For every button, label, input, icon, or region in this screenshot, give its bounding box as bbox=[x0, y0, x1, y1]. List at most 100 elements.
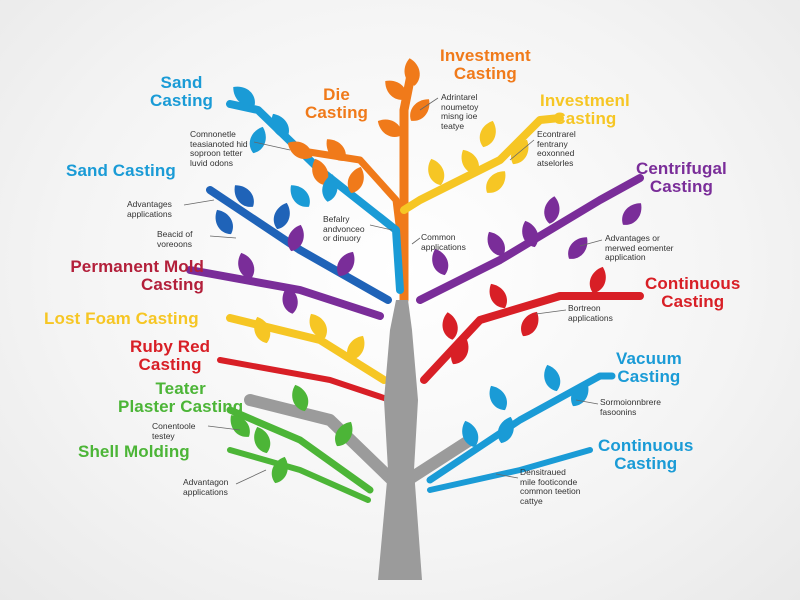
leaf bbox=[428, 158, 445, 186]
leaf bbox=[589, 266, 606, 294]
leaf bbox=[522, 220, 539, 248]
leaf bbox=[271, 113, 289, 139]
leaf bbox=[377, 119, 403, 137]
leaf bbox=[404, 58, 420, 86]
leaf bbox=[489, 385, 507, 411]
note-leader-9 bbox=[535, 309, 567, 315]
leaf bbox=[309, 313, 327, 339]
leaf bbox=[271, 456, 288, 484]
leaf bbox=[568, 237, 588, 259]
note-leader-5 bbox=[369, 224, 393, 231]
trunk-base bbox=[378, 300, 422, 580]
leaf bbox=[249, 126, 266, 154]
leaf bbox=[410, 99, 430, 121]
branch-12 bbox=[226, 406, 374, 494]
leaf bbox=[290, 185, 310, 207]
leaf bbox=[312, 158, 329, 186]
note-leader-3 bbox=[509, 139, 535, 161]
branch-trunk-left bbox=[244, 394, 398, 486]
branch-1 bbox=[399, 65, 417, 305]
leaf bbox=[487, 231, 505, 257]
leaf bbox=[322, 174, 338, 202]
leaf bbox=[215, 209, 233, 235]
leaf bbox=[571, 381, 589, 407]
leaf bbox=[479, 120, 496, 148]
branch-14 bbox=[427, 447, 593, 493]
branch-10 bbox=[217, 357, 393, 403]
leaf bbox=[521, 311, 539, 337]
leaf bbox=[451, 339, 469, 365]
leaf bbox=[337, 251, 355, 277]
label-sand-casting: Sand Casting bbox=[66, 161, 176, 180]
note-leader-6 bbox=[411, 237, 421, 245]
note-leader-4 bbox=[183, 199, 215, 206]
leaf bbox=[234, 185, 254, 207]
leaf bbox=[273, 202, 290, 230]
leaf bbox=[489, 283, 507, 309]
leaf bbox=[287, 141, 313, 159]
note-leader-12 bbox=[235, 469, 267, 485]
note-leader-8 bbox=[579, 239, 603, 247]
tree-trunk bbox=[378, 300, 422, 580]
label-shell-molding: Shell Molding bbox=[78, 442, 190, 461]
leaf bbox=[254, 426, 271, 454]
leaf bbox=[230, 415, 250, 437]
leaf bbox=[486, 171, 506, 193]
branch-6 bbox=[186, 266, 384, 320]
leaf bbox=[347, 166, 364, 194]
branch-5 bbox=[206, 186, 392, 304]
note-leaders bbox=[183, 97, 603, 485]
leaf bbox=[287, 224, 304, 252]
leaf bbox=[544, 196, 560, 224]
note-leader-1 bbox=[419, 97, 439, 111]
leaf bbox=[254, 316, 271, 344]
note-leader-2 bbox=[253, 141, 291, 151]
branch-8 bbox=[420, 292, 644, 384]
leaf bbox=[292, 384, 309, 412]
branch-trunk-right bbox=[402, 434, 476, 486]
note-leader-7 bbox=[209, 235, 237, 239]
leaf bbox=[442, 312, 458, 340]
leaf bbox=[497, 416, 514, 444]
leaf bbox=[335, 421, 353, 447]
leaf bbox=[461, 149, 479, 175]
note-leader-10 bbox=[575, 399, 599, 405]
leaf bbox=[432, 248, 449, 276]
label-lost-foam-casting: Lost Foam Casting bbox=[44, 309, 199, 328]
leaf bbox=[462, 420, 479, 448]
leaf bbox=[385, 80, 407, 100]
leaf bbox=[238, 252, 255, 280]
branch-2 bbox=[292, 146, 406, 254]
leaf bbox=[622, 203, 642, 225]
leaf bbox=[282, 286, 298, 314]
leaf bbox=[347, 335, 365, 361]
leaf bbox=[544, 364, 561, 392]
note-leader-11 bbox=[207, 425, 241, 431]
branch-7 bbox=[416, 174, 644, 304]
branch-3 bbox=[400, 114, 564, 214]
